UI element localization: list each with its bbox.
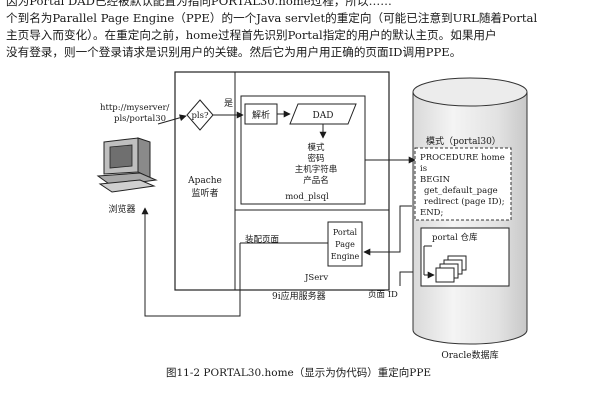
code-line: PROCEDURE home bbox=[420, 153, 505, 163]
ppe-label: Page bbox=[335, 240, 355, 249]
dad-info-line: 主机字符串 bbox=[295, 164, 338, 175]
assemble-label: 装配页面 bbox=[245, 234, 280, 245]
apache-label: Apache bbox=[187, 176, 222, 186]
code-line: is bbox=[420, 164, 427, 174]
dad-info-line: 模式 bbox=[307, 142, 325, 153]
next-paragraph-fragment: …… bbox=[0, 393, 600, 400]
jserv-label: JServ bbox=[304, 273, 328, 283]
figure-caption: 图11-2 PORTAL30.home（显示为伪代码）重定向PPE bbox=[166, 367, 432, 379]
page-id-line bbox=[399, 271, 413, 286]
return-page-arrow bbox=[141, 207, 241, 317]
code-line: BEGIN bbox=[420, 175, 451, 185]
pls-label: pls? bbox=[191, 111, 209, 121]
paragraph-line: 个到名为Parallel Page Engine（PPE）的一个Java ser… bbox=[6, 11, 538, 25]
code-line: get_default_page bbox=[424, 186, 498, 196]
next-paragraph-text: …… bbox=[0, 393, 26, 400]
oracle-db-label: Oracle数据库 bbox=[441, 349, 498, 361]
intro-paragraph-region: 因为Portal DAD已经被默认配置为指向PORTAL30.home过程，所以… bbox=[0, 0, 600, 60]
intro-paragraph: 因为Portal DAD已经被默认配置为指向PORTAL30.home过程，所以… bbox=[6, 0, 592, 60]
dad-info-line: 密码 bbox=[307, 153, 324, 164]
page-id-label: 页面 ID bbox=[368, 290, 398, 300]
url-line: pls/portal30 bbox=[114, 114, 166, 124]
request-arrow bbox=[157, 114, 187, 125]
schema-label: 模式（portal30） bbox=[426, 135, 501, 147]
apache-label: 监听者 bbox=[191, 187, 218, 199]
browser-label: 浏览器 bbox=[108, 203, 135, 215]
url-line: http://myserver/ bbox=[100, 103, 170, 113]
page-stack-icon bbox=[435, 255, 467, 283]
dad-shape bbox=[289, 103, 357, 125]
dad-info-line: 产品名 bbox=[303, 175, 329, 186]
ppe-label: Engine bbox=[331, 252, 360, 261]
app-server-label: 9i应用服务器 bbox=[272, 290, 326, 302]
dad-label: DAD bbox=[313, 111, 334, 121]
paragraph-line: 没有登录，则一个登录请求是识别用户的关键。然后它为用户用正确的页面ID调用PPE… bbox=[6, 45, 462, 59]
paragraph-line: 主页导入而变化）。在重定向之前，home过程首先识别Portal指定的用户的默认… bbox=[6, 28, 497, 42]
pls-decision-diamond: pls? bbox=[186, 99, 214, 131]
ppe-label: Portal bbox=[333, 228, 358, 237]
repository-label: portal 仓库 bbox=[432, 232, 478, 243]
ppe-box bbox=[327, 221, 363, 267]
computer-icon bbox=[96, 137, 158, 193]
procedure-box bbox=[414, 147, 512, 221]
paragraph-line: 因为Portal DAD已经被默认配置为指向PORTAL30.home过程，所以… bbox=[6, 0, 392, 8]
code-line: END; bbox=[420, 208, 443, 218]
redirect-arrow bbox=[363, 205, 412, 256]
mod-plsql-label: mod_plsql bbox=[285, 192, 329, 202]
yes-label: 是 bbox=[224, 98, 233, 109]
parse-label: 解析 bbox=[252, 109, 270, 121]
code-line: redirect (page ID); bbox=[424, 196, 505, 207]
